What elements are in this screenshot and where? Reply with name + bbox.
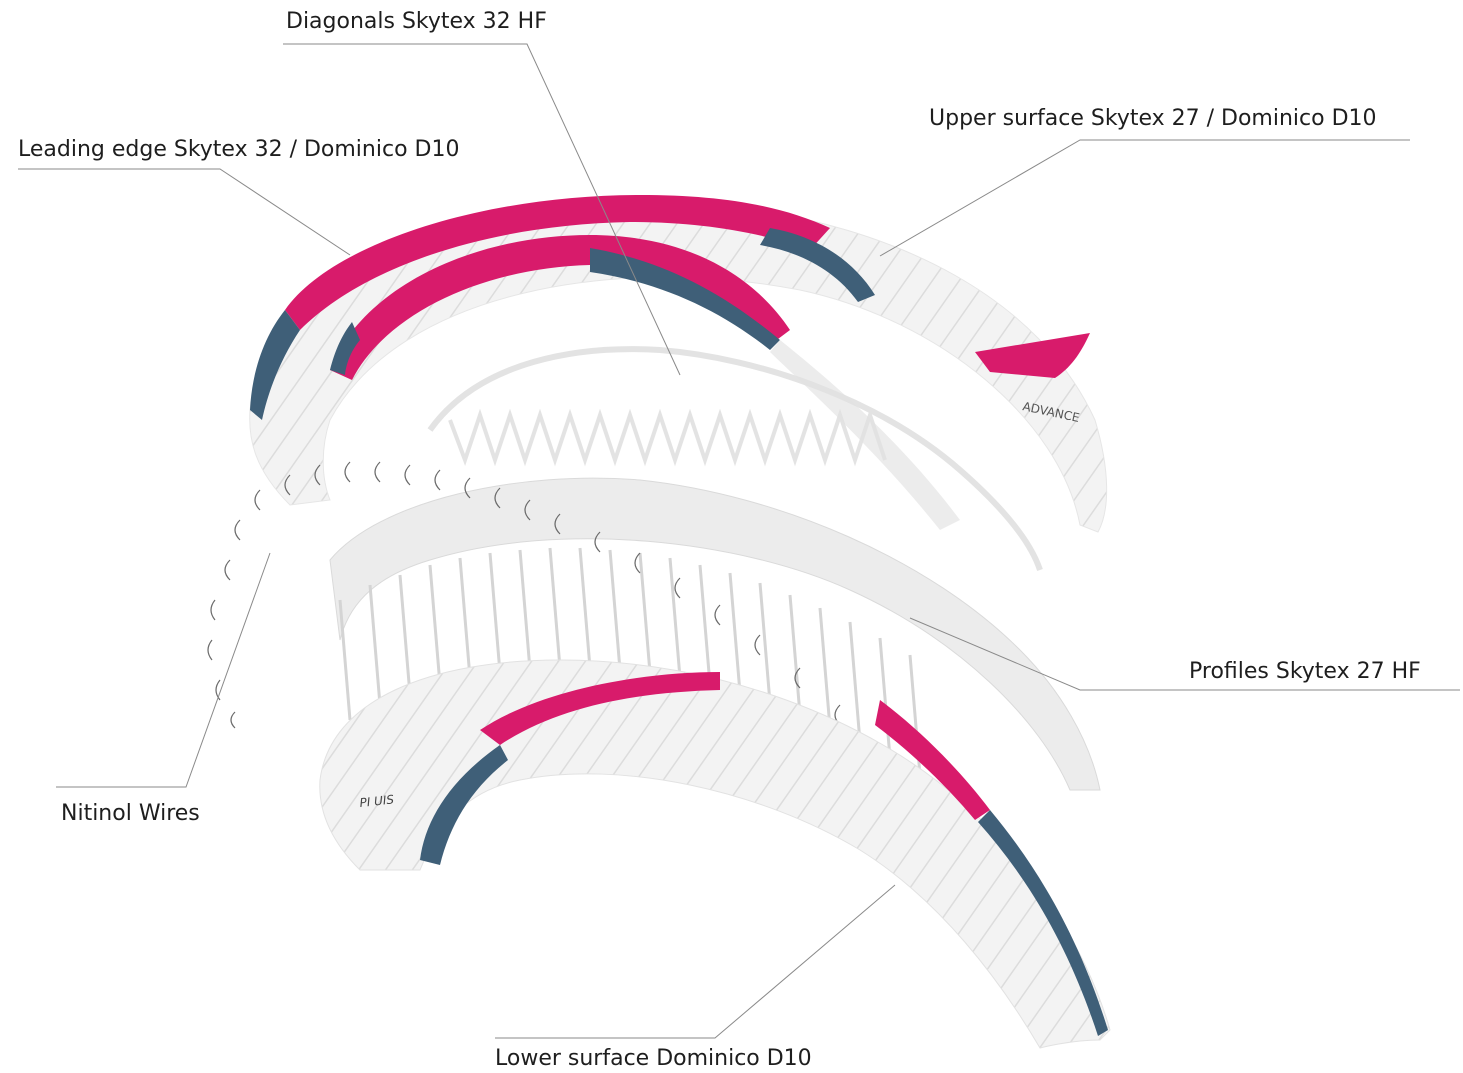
label-upper-surface: Upper surface Skytex 27 / Dominico D10 <box>929 106 1377 131</box>
nitinol-wire <box>215 679 221 701</box>
profiles-arc <box>329 477 1101 791</box>
upper-leading-edge-blue-right <box>760 228 875 302</box>
nitinol-wire <box>207 639 213 661</box>
diagonals-struts <box>448 408 887 467</box>
nitinol-wire <box>554 513 561 535</box>
callout-line-nitinol <box>56 552 271 788</box>
callout-line-lower <box>495 884 896 1039</box>
callout-line-diagonals <box>283 43 681 376</box>
lower-edge-magenta <box>480 672 720 745</box>
callout-line-upper <box>879 139 1410 257</box>
upper-leading-edge-magenta <box>285 195 830 330</box>
lower-surface-canopy <box>319 659 1111 1049</box>
leading-edge-arc <box>330 235 790 380</box>
lower-edge-blue-right <box>978 810 1108 1036</box>
diagonals-arc <box>427 346 1043 571</box>
nitinol-wire <box>464 477 471 499</box>
nitinol-wire <box>714 604 721 626</box>
nitinol-wire <box>210 599 216 621</box>
callout-line-leading <box>18 168 351 256</box>
lower-logo: PI UIS <box>359 792 395 810</box>
nitinol-wire <box>374 461 381 483</box>
nitinol-wire <box>434 469 441 491</box>
profiles-layer <box>329 477 1101 791</box>
label-diagonals: Diagonals Skytex 32 HF <box>286 9 547 34</box>
label-nitinol-wires: Nitinol Wires <box>61 801 200 826</box>
nitinol-wire <box>594 531 601 553</box>
nitinol-wire <box>230 711 236 729</box>
nitinol-wire <box>634 552 641 574</box>
upper-leading-edge-blue-left <box>250 310 300 420</box>
stabilo-magenta <box>975 333 1090 378</box>
nitinol-wire <box>494 487 501 509</box>
nitinol-wire <box>284 474 291 496</box>
nitinol-wire <box>254 489 261 511</box>
nitinol-wire <box>674 577 681 599</box>
label-lower-surface: Lower surface Dominico D10 <box>495 1046 812 1071</box>
upper-surface-layer: ADVANCE <box>249 195 1108 533</box>
leading-edge-blue <box>590 248 780 350</box>
lower-edge-blue-left <box>420 745 508 865</box>
diagonals-layer <box>427 346 1043 571</box>
nitinol-wire <box>224 559 231 581</box>
label-leading-edge: Leading edge Skytex 32 / Dominico D10 <box>18 137 460 162</box>
nitinol-wire <box>344 461 351 483</box>
callout-lines <box>18 43 1460 1039</box>
leading-edge-left-blue <box>330 322 360 375</box>
nitinol-wire <box>754 634 761 656</box>
lower-surface-layer: PI UIS <box>319 659 1111 1049</box>
profiles-ribs <box>338 547 922 776</box>
callout-line-profiles <box>909 617 1460 691</box>
nitinol-wire <box>314 464 321 486</box>
nitinol-wire <box>524 499 531 521</box>
label-profiles: Profiles Skytex 27 HF <box>1189 659 1421 684</box>
nitinol-wire <box>234 519 241 541</box>
lower-edge-magenta-right <box>875 700 990 820</box>
nitinol-wire <box>404 464 411 486</box>
nitinol-wire <box>794 667 801 689</box>
